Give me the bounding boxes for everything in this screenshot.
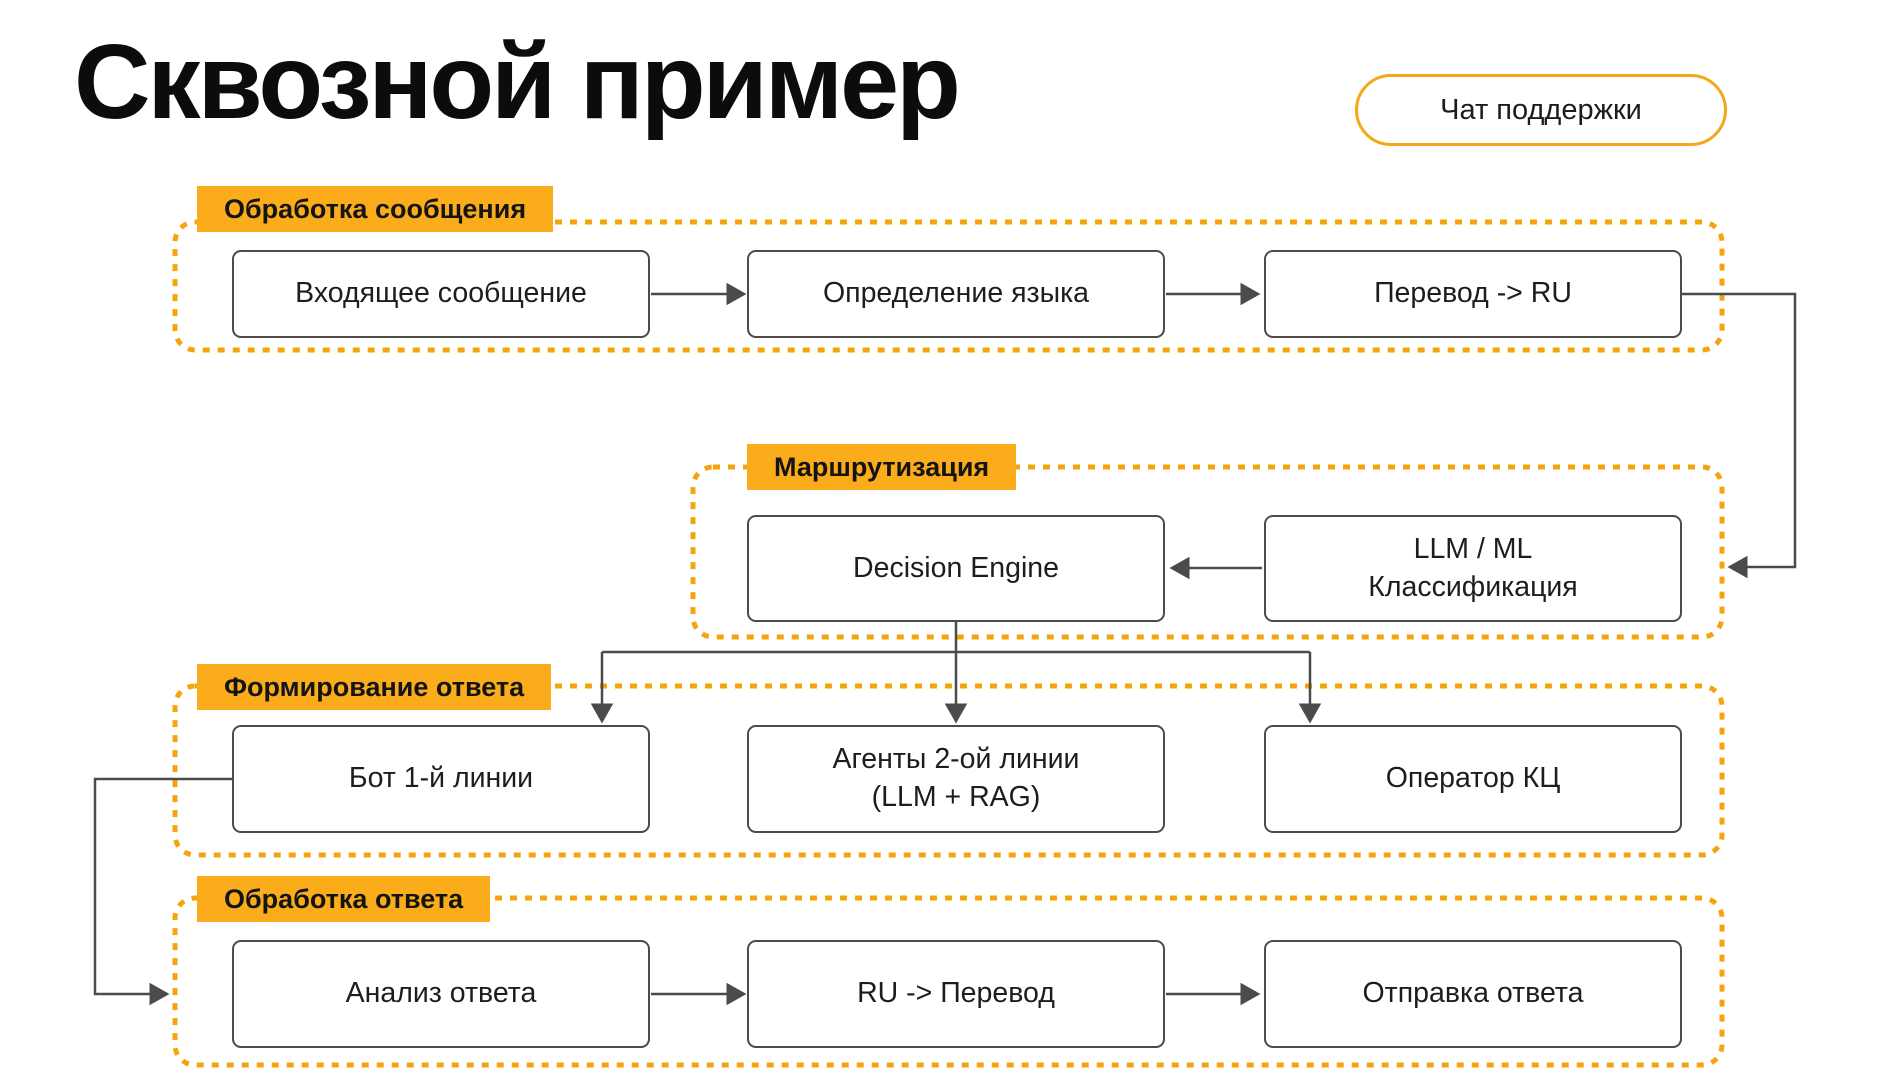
page-title: Сквозной пример <box>74 23 961 141</box>
node-label: Определение языка <box>822 277 1090 310</box>
node-translate-to-ru: Перевод -> RU <box>1264 250 1682 338</box>
node-ru-translate-back: RU -> Перевод <box>747 940 1165 1048</box>
node-operator-kc: Оператор КЦ <box>1264 725 1682 833</box>
node-label: Анализ ответа <box>345 977 537 1010</box>
section-frame-response-forming <box>172 683 1725 858</box>
node-label: Перевод -> RU <box>1374 277 1572 310</box>
node-label: RU -> Перевод <box>857 977 1055 1010</box>
section-label-message-processing: Обработка сообщения <box>197 186 554 232</box>
node-label-line2: (LLM + RAG) <box>871 781 1041 813</box>
section-frame-message-processing <box>172 219 1725 353</box>
node-label: Бот 1-й линии <box>348 762 534 795</box>
node-label: Оператор КЦ <box>1385 762 1561 795</box>
section-label-response-processing: Обработка ответа <box>197 876 491 922</box>
node-send-response: Отправка ответа <box>1264 940 1682 1048</box>
section-label-routing: Маршрутизация <box>747 444 1017 490</box>
node-first-line-bot: Бот 1-й линии <box>232 725 650 833</box>
node-label: Входящее сообщение <box>295 277 587 310</box>
node-label: Отправка ответа <box>1362 977 1584 1010</box>
support-chat-badge: Чат поддержки <box>1355 74 1727 146</box>
node-llm-ml-classification: LLM / ML Классификация <box>1264 515 1682 622</box>
node-second-line-agents: Агенты 2-ой линии (LLM + RAG) <box>747 725 1165 833</box>
node-incoming-message: Входящее сообщение <box>232 250 650 338</box>
node-label-line1: LLM / ML <box>1413 532 1533 565</box>
section-frame-routing <box>690 464 1725 640</box>
node-label-line1: Агенты 2-ой линии <box>832 743 1080 776</box>
node-response-analysis: Анализ ответа <box>232 940 650 1048</box>
connector-bot-to-analysis <box>93 777 232 1006</box>
section-frame-response-processing <box>172 895 1725 1068</box>
node-decision-engine: Decision Engine <box>747 515 1165 622</box>
section-label-response-forming: Формирование ответа <box>197 664 552 710</box>
node-language-detection: Определение языка <box>747 250 1165 338</box>
connector-translate-to-classification <box>1682 292 1797 579</box>
node-label: Decision Engine <box>853 551 1059 584</box>
node-label-line2: Классификация <box>1368 570 1578 603</box>
